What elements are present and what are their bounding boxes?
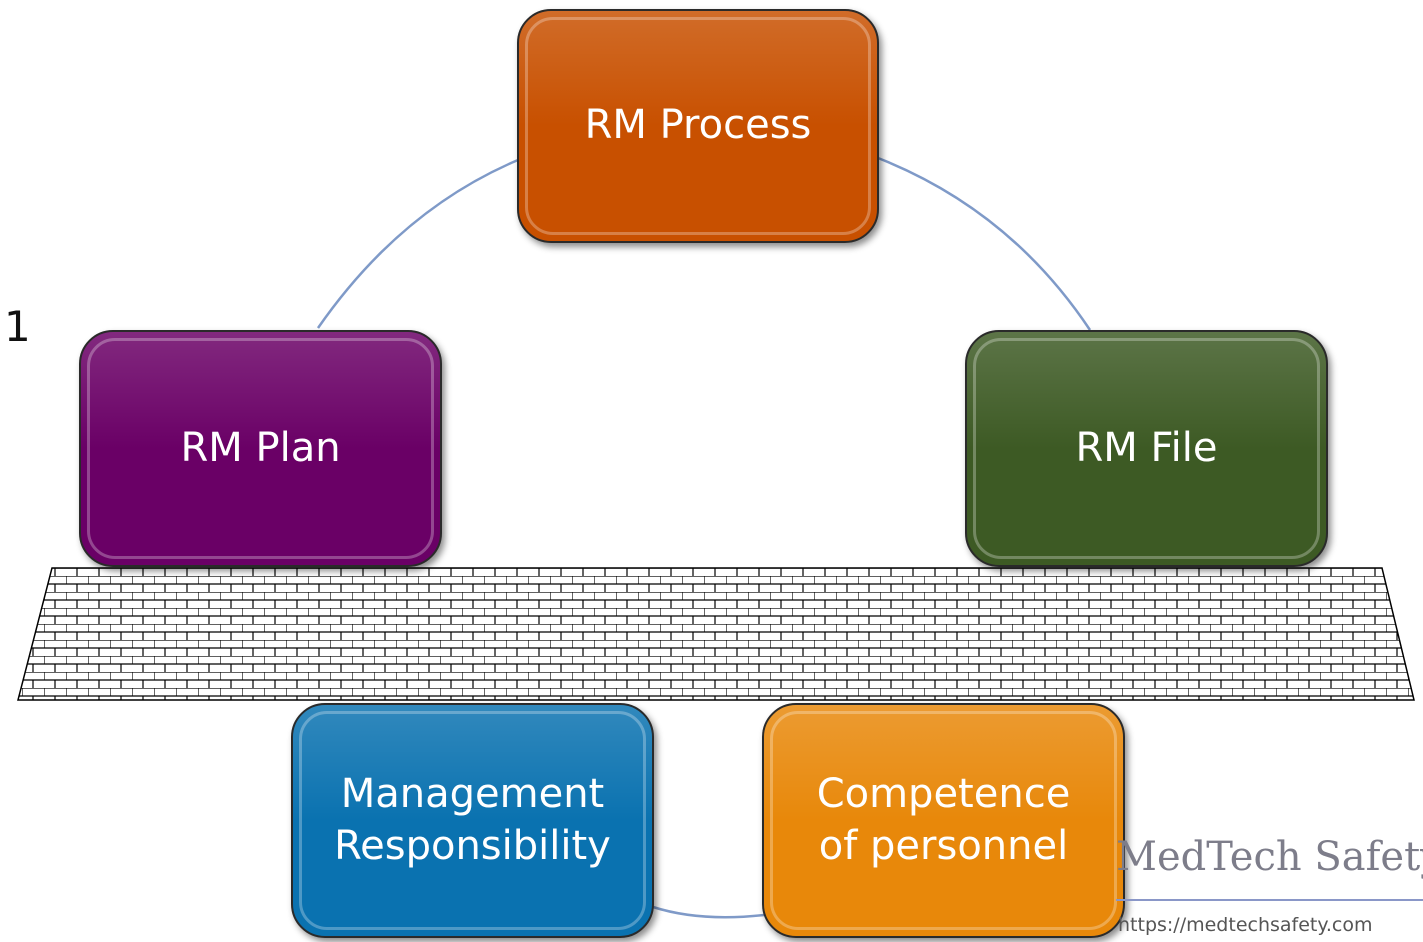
node-rm-plan: RM Plan [79, 330, 442, 567]
connector-mgmt-comp [652, 905, 765, 919]
node-rm-process: RM Process [517, 9, 879, 243]
foundation-slab [17, 567, 1415, 701]
node-rm-process-label: RM Process [584, 102, 812, 149]
side-number-label: 1 [4, 302, 31, 351]
node-rm-file: RM File [965, 330, 1328, 567]
node-competence-of-personnel: Competence of personnel [762, 703, 1125, 938]
node-rm-file-label: RM File [1075, 424, 1218, 471]
connector-process-file [877, 156, 1092, 331]
connector-plan-process [316, 158, 519, 329]
node-management-responsibility-label: Management Responsibility [334, 771, 611, 869]
watermark-divider [1116, 899, 1423, 901]
watermark-url: https://medtechsafety.com [1118, 914, 1373, 936]
watermark-brand: MedTech Safety [1116, 834, 1423, 880]
node-management-responsibility: Management Responsibility [291, 703, 654, 938]
node-competence-of-personnel-label: Competence of personnel [816, 771, 1071, 869]
node-rm-plan-label: RM Plan [180, 424, 341, 471]
